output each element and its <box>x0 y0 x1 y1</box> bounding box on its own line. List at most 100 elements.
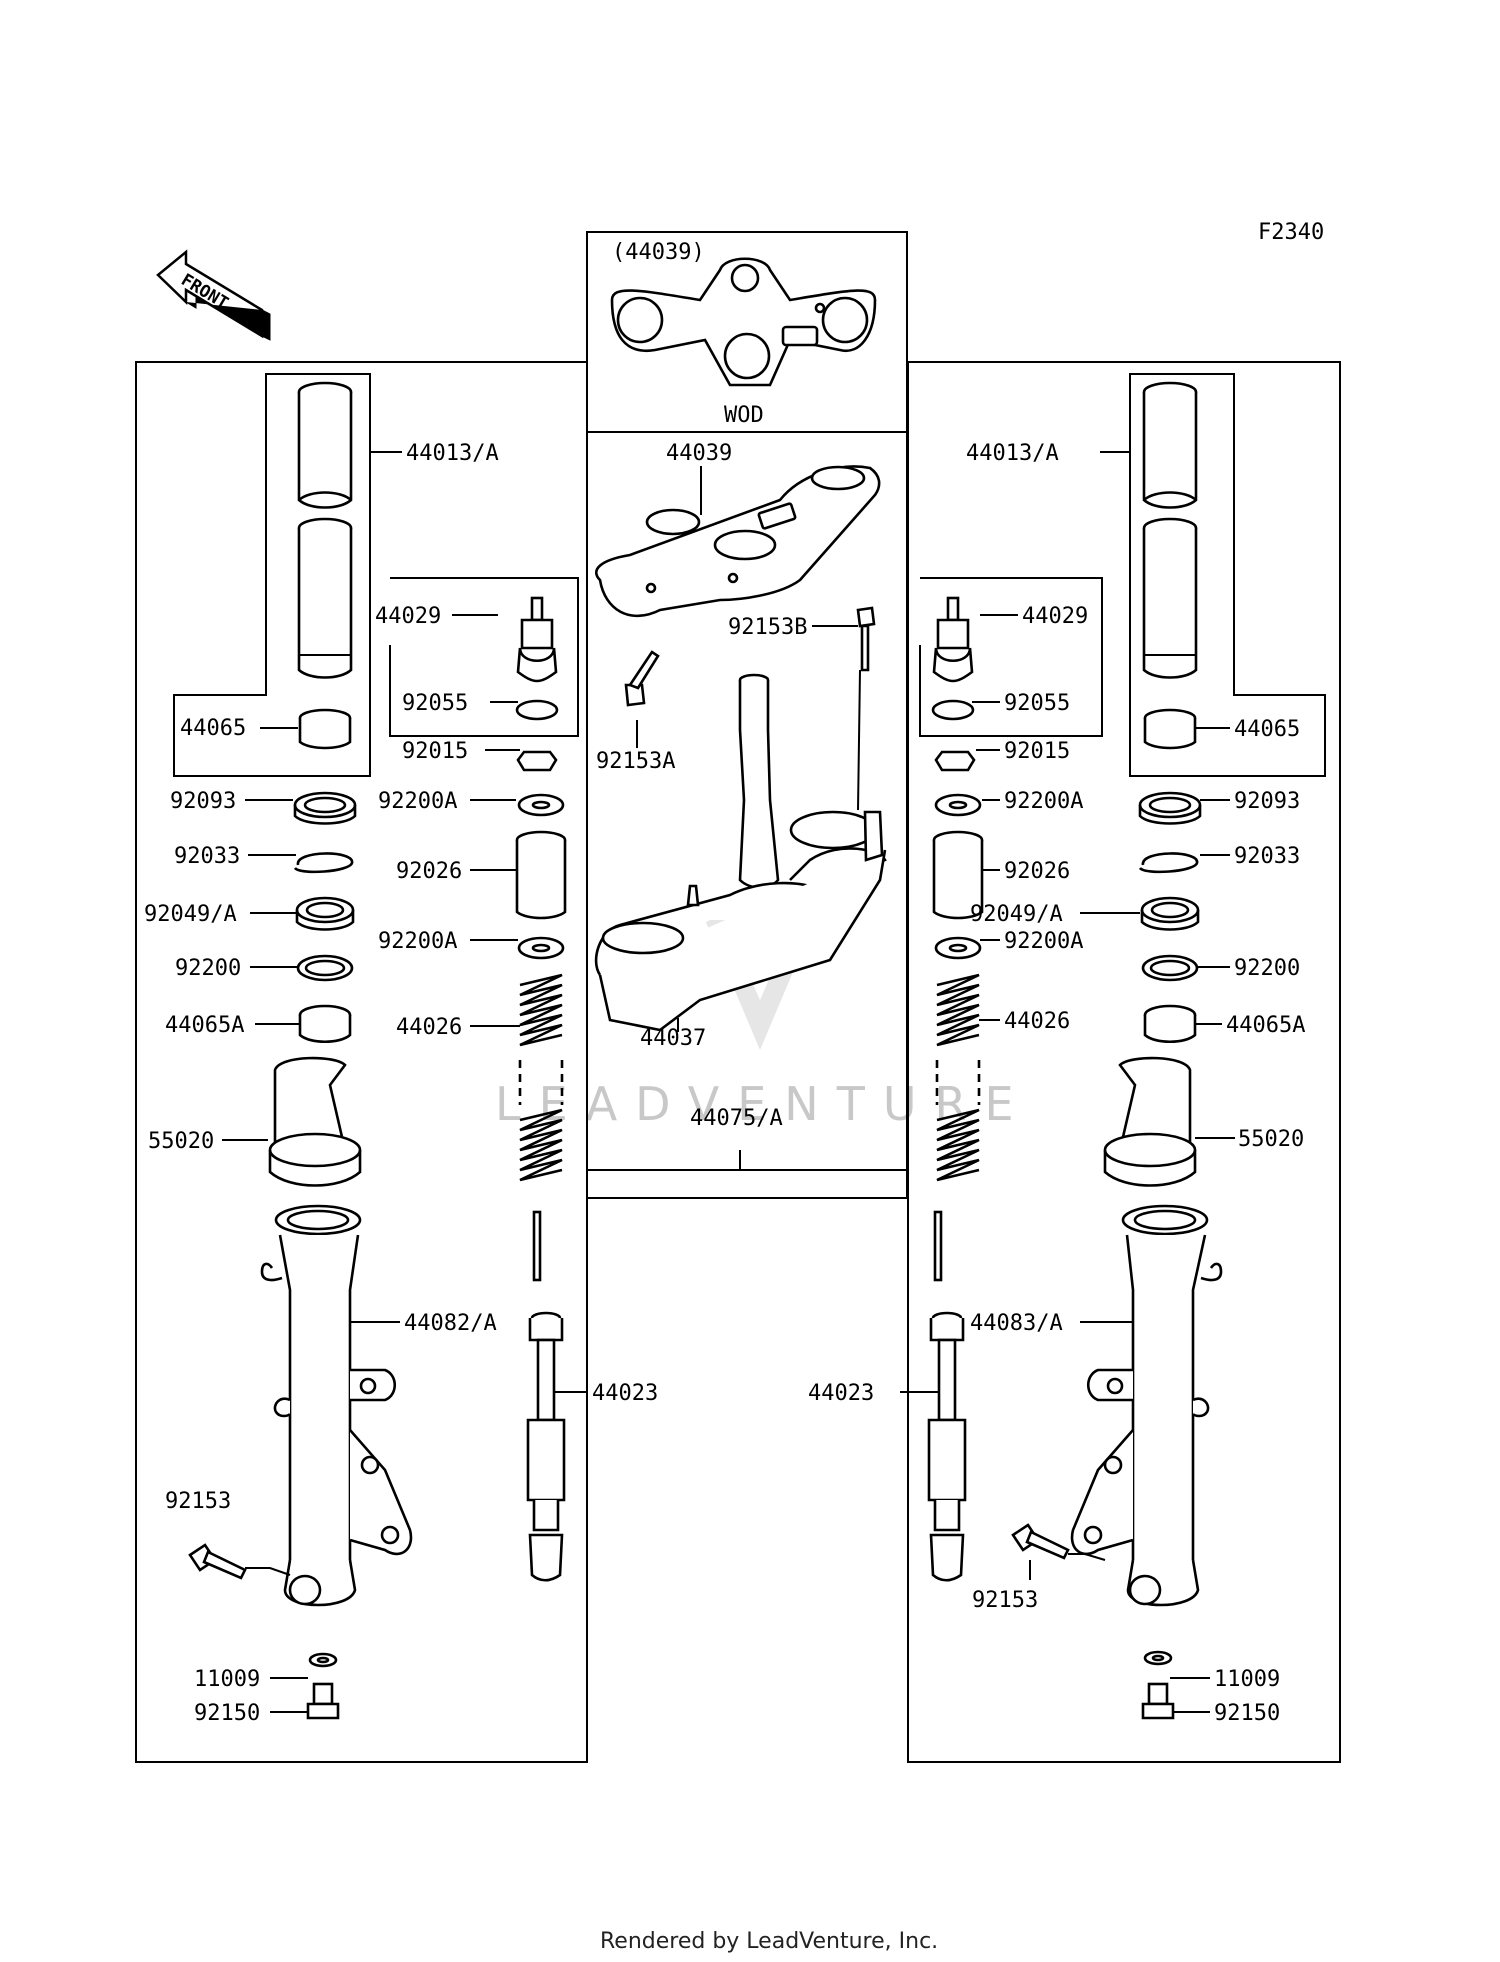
label-44075A: 44075/A <box>690 1106 783 1131</box>
label-right-92026: 92026 <box>1004 859 1070 884</box>
nut-92015-left <box>516 750 558 772</box>
left-fork-parts <box>188 381 567 1720</box>
label-left-92026: 92026 <box>396 859 462 884</box>
bushing-44065-right <box>1143 708 1197 750</box>
spacer-92026-left <box>515 830 567 920</box>
label-right-11009: 11009 <box>1214 1667 1280 1692</box>
diagram-code: F2340 <box>1258 220 1324 245</box>
label-left-55020: 55020 <box>148 1129 214 1154</box>
cable-line <box>857 669 861 811</box>
label-left-44065A: 44065A <box>165 1013 244 1038</box>
label-right-44029: 44029 <box>1022 604 1088 629</box>
bolt-92150-right <box>1141 1682 1175 1720</box>
washer-92200-right <box>1141 954 1199 982</box>
wod-header: (44039) <box>612 240 705 265</box>
label-44037: 44037 <box>640 1026 706 1051</box>
label-right-92055: 92055 <box>1004 691 1070 716</box>
right-fork-parts <box>927 381 1223 1720</box>
bolt-92153B <box>856 606 876 672</box>
spring-44026-right <box>935 973 981 1182</box>
label-right-92200: 92200 <box>1234 956 1300 981</box>
nut-92015-right <box>934 750 976 772</box>
label-left-92200A-2: 92200A <box>378 929 457 954</box>
bolt-92150-left <box>306 1682 340 1720</box>
label-right-44065A: 44065A <box>1226 1013 1305 1038</box>
label-right-92093: 92093 <box>1234 789 1300 814</box>
cap-bolt-44029-right <box>932 596 974 683</box>
washer-92200A-right-1 <box>934 793 982 817</box>
washer-92200A-left-1 <box>517 793 565 817</box>
label-92153A: 92153A <box>596 749 675 774</box>
bolt-92153-left <box>188 1543 247 1580</box>
front-arrow-icon: FRONT <box>156 249 271 341</box>
left-leaders <box>222 451 588 1713</box>
seal-92049-right <box>1140 896 1200 931</box>
label-right-55020: 55020 <box>1238 1127 1304 1152</box>
label-92153B: 92153B <box>728 615 807 640</box>
label-right-92153: 92153 <box>972 1588 1038 1613</box>
watermark-text: LEADVENTURE <box>495 1077 1032 1131</box>
bushing-44065A-left <box>298 1004 352 1044</box>
label-right-92049A: 92049/A <box>970 902 1063 927</box>
center-parts: 44039 92153B 92153A 44037 44075/A <box>587 441 907 1171</box>
spacer-92026-right <box>932 830 984 920</box>
label-left-11009: 11009 <box>194 1667 260 1692</box>
label-left-92153: 92153 <box>165 1489 231 1514</box>
center-leaders <box>587 466 907 1171</box>
top-clamp-44039 <box>594 465 881 618</box>
label-left-92033: 92033 <box>174 844 240 869</box>
frames <box>135 231 1341 1763</box>
protector-55020-left <box>268 1056 362 1187</box>
label-left-92055: 92055 <box>402 691 468 716</box>
bolt-92153-right <box>1011 1523 1070 1560</box>
wod-caption: WOD <box>724 403 764 428</box>
label-right-92015: 92015 <box>1004 739 1070 764</box>
gasket-11009-right <box>1143 1650 1173 1666</box>
inner-tube-right <box>1142 381 1198 679</box>
outer-tube-44082-left <box>260 1204 413 1607</box>
washer-92200A-right-2 <box>934 936 982 960</box>
label-right-92033: 92033 <box>1234 844 1300 869</box>
label-right-92200A-1: 92200A <box>1004 789 1083 814</box>
steering-stem-44037 <box>594 673 887 1032</box>
label-right-44065: 44065 <box>1234 717 1300 742</box>
seal-92093-left <box>293 791 357 825</box>
label-left-44026: 44026 <box>396 1015 462 1040</box>
cap-bolt-44029-left <box>516 596 558 683</box>
right-leaders <box>900 451 1235 1713</box>
seal-92093-right <box>1138 791 1202 825</box>
right-labels: 44013/A 44065 44029 92055 92015 92200A 9… <box>808 441 1305 1726</box>
label-right-44026: 44026 <box>1004 1009 1070 1034</box>
footer-credit: Rendered by LeadVenture, Inc. <box>600 1929 938 1954</box>
o-ring-92055-right <box>931 699 975 721</box>
washer-92200-left <box>296 954 354 982</box>
label-left-44013A: 44013/A <box>406 441 499 466</box>
label-left-92015: 92015 <box>402 739 468 764</box>
label-right-44023: 44023 <box>808 1381 874 1406</box>
seal-92049-left <box>295 896 355 931</box>
label-left-92200: 92200 <box>175 956 241 981</box>
damper-rod-44023-right <box>927 1210 967 1582</box>
bushing-44065A-right <box>1143 1004 1197 1044</box>
label-left-44029: 44029 <box>375 604 441 629</box>
label-44039: 44039 <box>666 441 732 466</box>
label-right-92200A-2: 92200A <box>1004 929 1083 954</box>
bolt-92153A <box>624 650 660 707</box>
snap-ring-92033-right <box>1138 852 1199 874</box>
label-left-92049A: 92049/A <box>144 902 237 927</box>
washer-92200A-left-2 <box>517 936 565 960</box>
label-left-44082A: 44082/A <box>404 1311 497 1336</box>
inner-tube-left <box>297 381 353 679</box>
protector-55020-right <box>1103 1056 1197 1187</box>
gasket-11009-left <box>308 1652 338 1668</box>
bushing-44065-left <box>298 708 352 750</box>
label-left-44023: 44023 <box>592 1381 658 1406</box>
spring-44026-left <box>518 973 564 1182</box>
snap-ring-92033-left <box>293 852 354 874</box>
outer-tube-44083-right <box>1070 1204 1223 1607</box>
label-left-44065: 44065 <box>180 716 246 741</box>
label-right-44013A: 44013/A <box>966 441 1059 466</box>
label-left-92150: 92150 <box>194 1701 260 1726</box>
left-labels: 44013/A 44065 44029 92055 92015 92093 92… <box>144 441 658 1726</box>
